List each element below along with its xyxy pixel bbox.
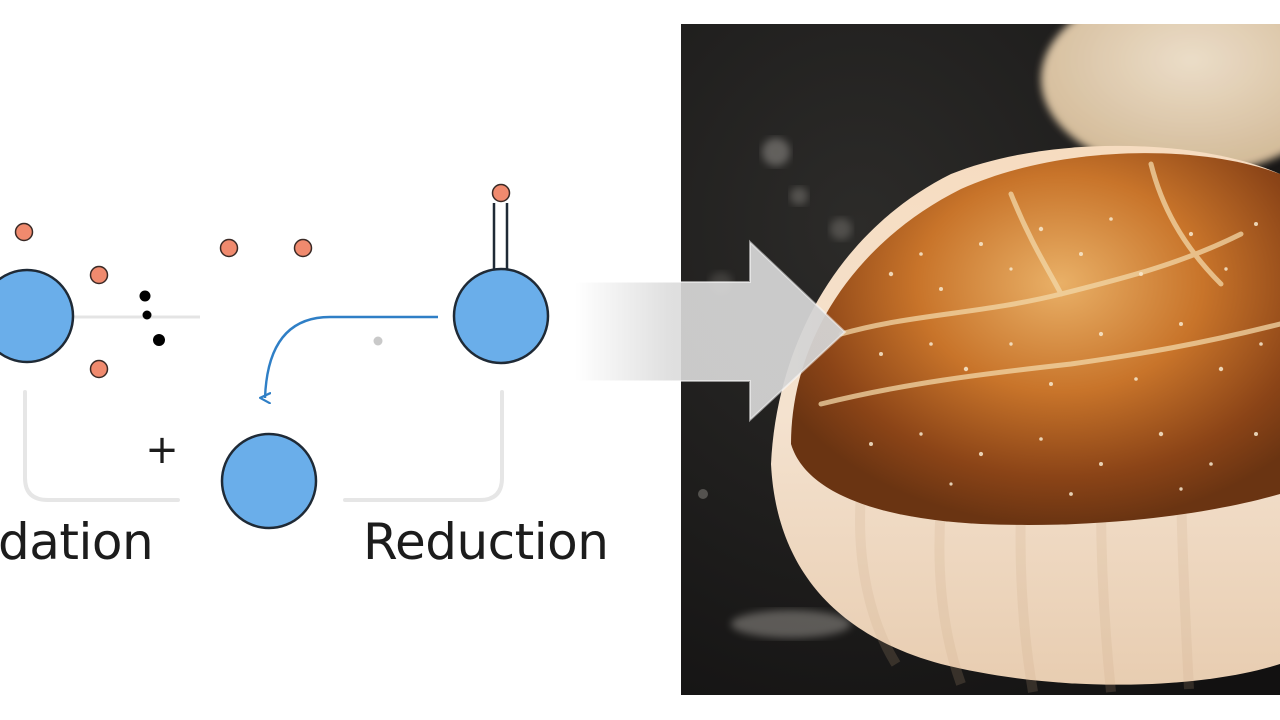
reduction-label: Reduction bbox=[363, 513, 609, 571]
oxidation-label: dation bbox=[0, 513, 154, 571]
electron bbox=[293, 238, 313, 258]
black-dot bbox=[139, 290, 151, 302]
right-bracket bbox=[343, 390, 504, 502]
electron bbox=[14, 222, 34, 242]
electron bbox=[89, 265, 109, 285]
scallop-photo bbox=[681, 24, 1280, 695]
plus-sign: + bbox=[145, 427, 179, 473]
molecule-left bbox=[0, 268, 75, 364]
molecule-bottom bbox=[220, 432, 318, 530]
left-bracket bbox=[23, 390, 180, 502]
electron bbox=[219, 238, 239, 258]
scallop-image bbox=[681, 24, 1280, 695]
black-dot bbox=[142, 310, 152, 320]
electron bbox=[491, 183, 511, 203]
grey-dot bbox=[373, 336, 383, 346]
electron bbox=[89, 359, 109, 379]
molecule-right bbox=[452, 267, 550, 365]
black-dot bbox=[153, 334, 165, 346]
electron-transfer-arrow bbox=[265, 315, 438, 398]
